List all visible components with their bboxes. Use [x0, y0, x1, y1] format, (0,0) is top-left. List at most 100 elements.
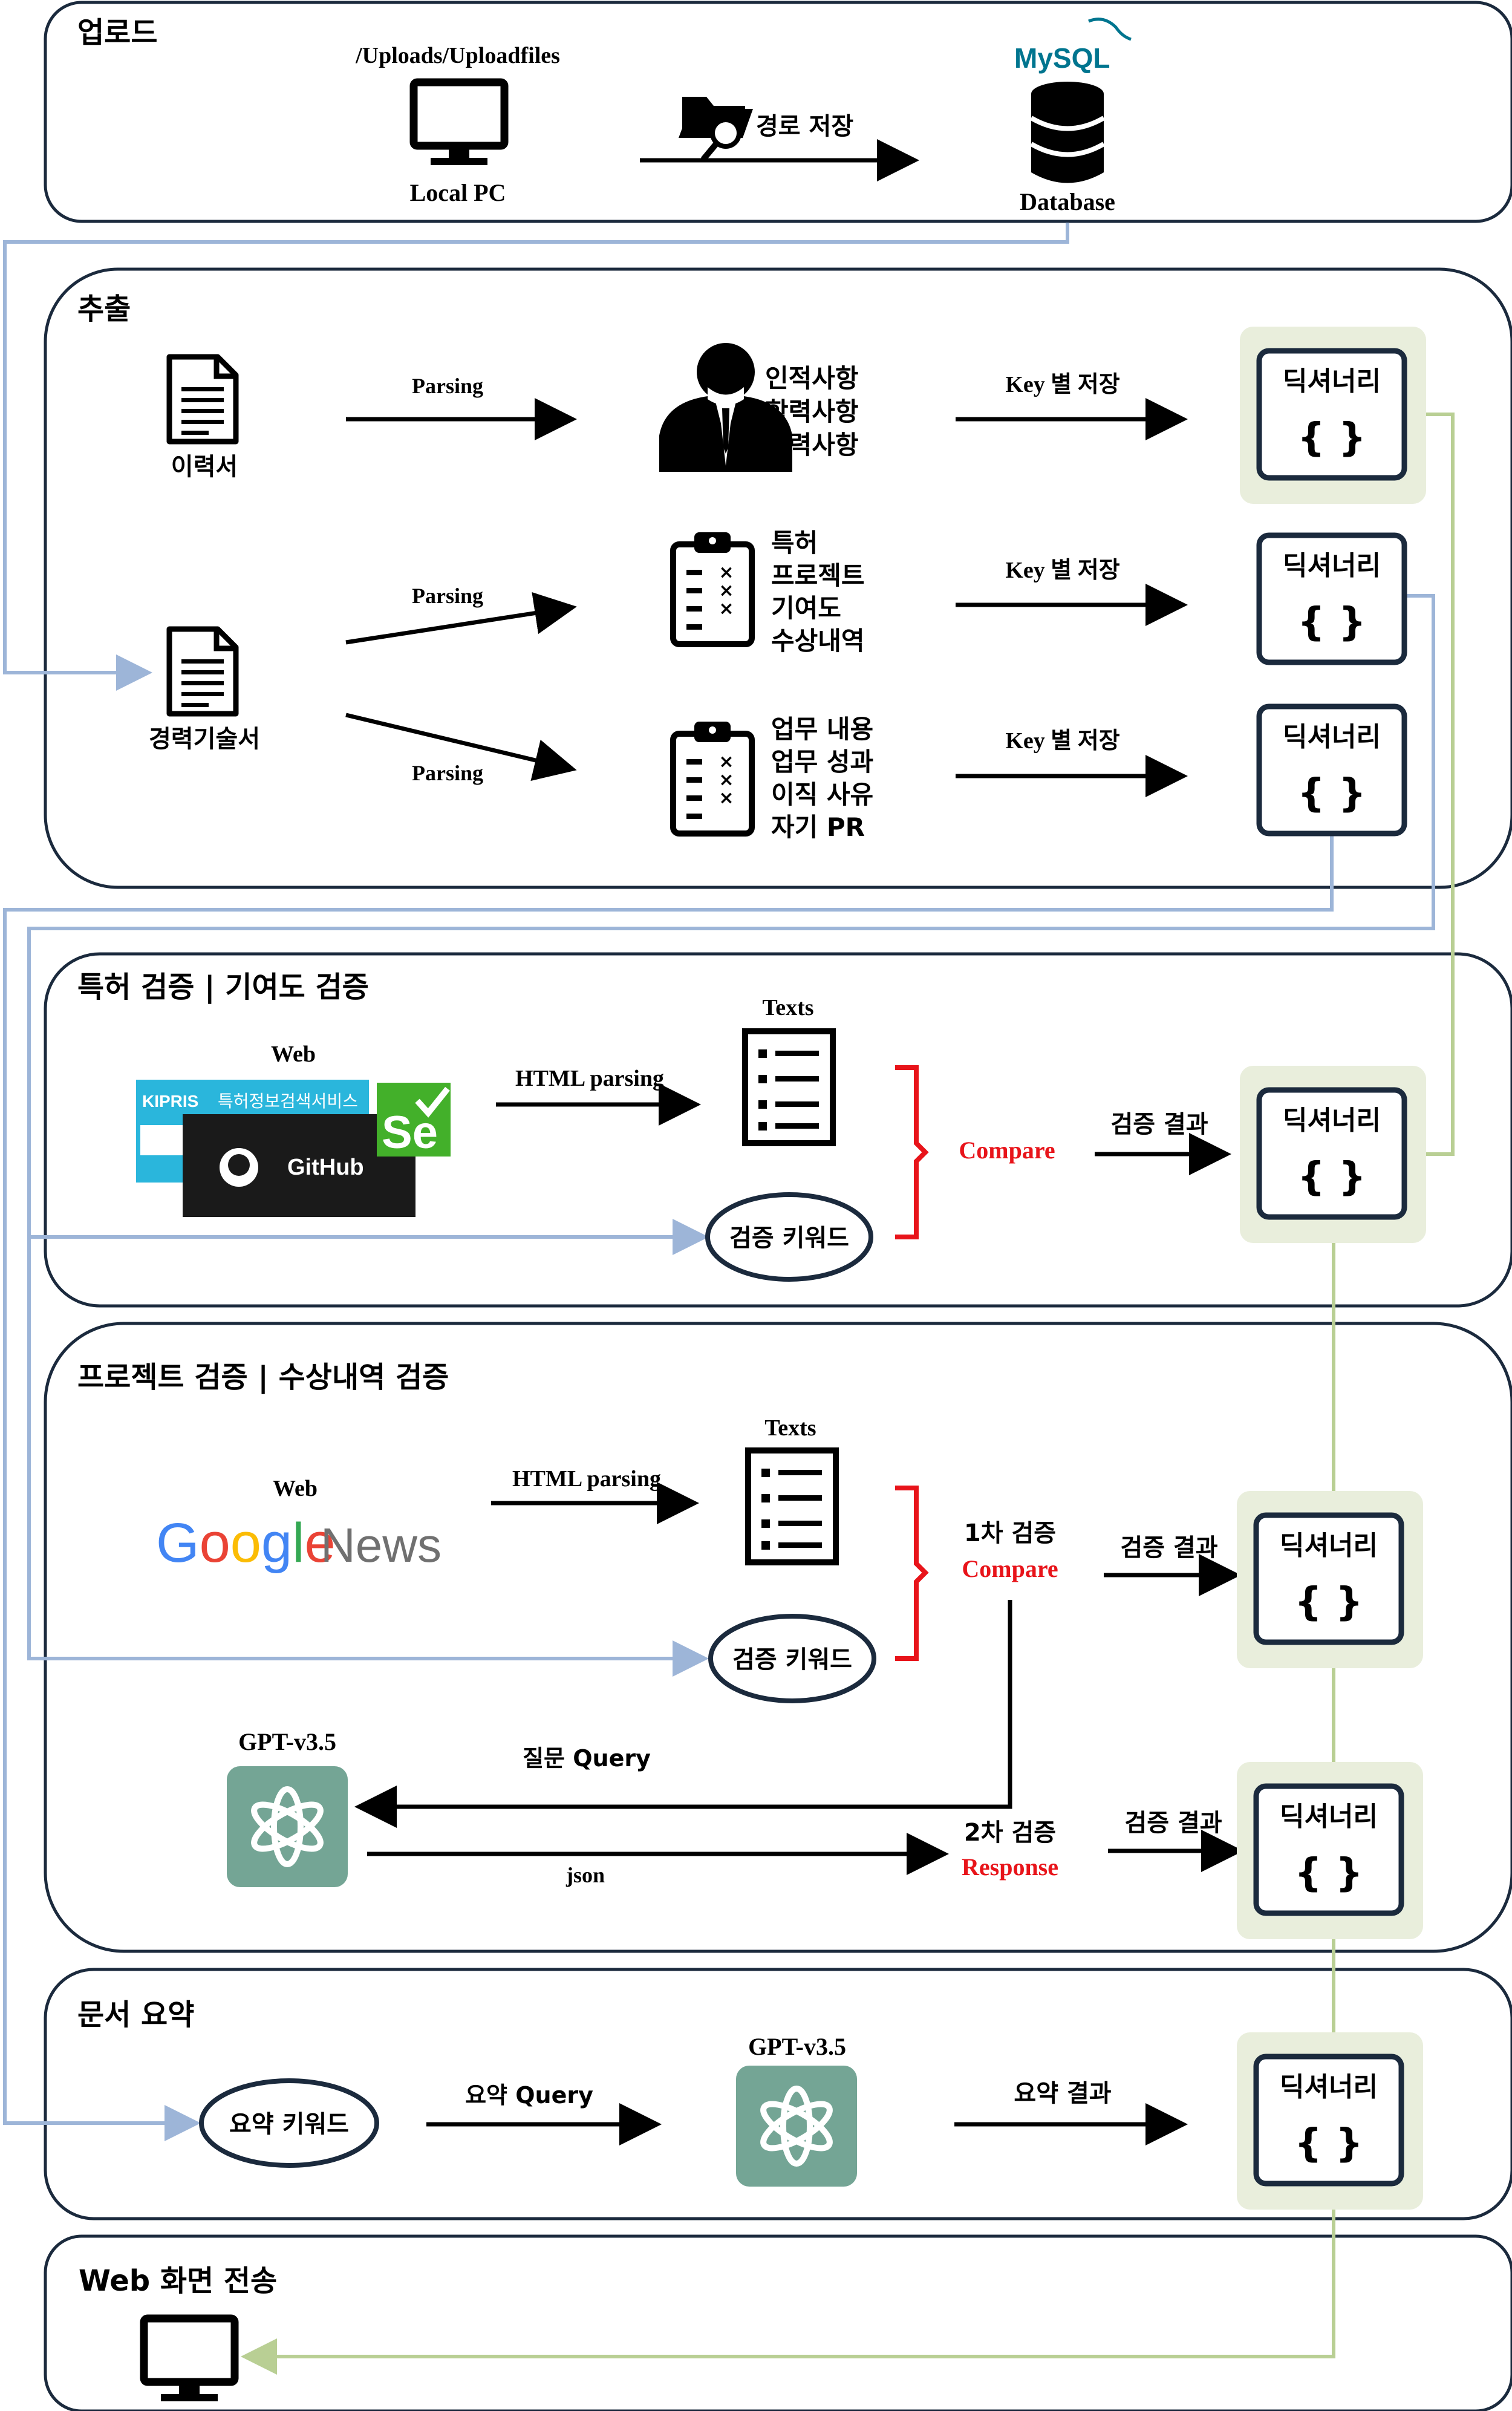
arrow-query-to-gpt [354, 1600, 1012, 1828]
google-news-logo: Google News [156, 1512, 442, 1574]
project-web-label: Web [273, 1476, 318, 1501]
project-gpt-label: GPT-v3.5 [238, 1728, 336, 1755]
query-label: 질문 Query [523, 1745, 651, 1772]
json-label: json [565, 1863, 605, 1887]
dict-braces-summary: { } [1294, 2121, 1363, 2166]
upload-path-label: /Uploads/Uploadfiles [355, 43, 560, 68]
summary-gpt-label: GPT-v3.5 [748, 2033, 846, 2060]
section-project-box [44, 1322, 1512, 1953]
career-a-item-3: 기여도 [771, 593, 841, 623]
resume-label: 이력서 [171, 453, 238, 481]
svg-text:특허정보검색서비스: 특허정보검색서비스 [218, 1091, 358, 1111]
google-letter-4: l [292, 1512, 304, 1574]
patent-title: 특허 검증 | 기여도 검증 [77, 970, 369, 1004]
project-compare-label: Compare [962, 1555, 1058, 1582]
section-upload-box [44, 1, 1512, 223]
key-save-label-1: Key 별 저장 [1005, 372, 1119, 397]
svg-text:GitHub: GitHub [287, 1155, 364, 1180]
person-icon [659, 343, 792, 472]
summary-gpt-icon [736, 2066, 857, 2187]
project-texts-icon [748, 1450, 836, 1562]
dict-braces-career-a: { } [1297, 600, 1366, 645]
google-letter-2: o [230, 1512, 261, 1574]
local-pc-icon [414, 82, 504, 165]
summary-keyword-label: 요약 키워드 [229, 2110, 349, 2138]
parsing-label-1: Parsing [412, 374, 483, 398]
resume-item-3: 경력사항 [765, 430, 859, 460]
blue-line-patent-dict-to-keyword [27, 594, 1435, 1255]
patent-compare-brace [895, 1065, 929, 1239]
section-patent-box [44, 952, 1512, 1308]
resume-doc-icon [169, 357, 236, 442]
checklist-icon-1 [673, 532, 752, 644]
svg-text:News: News [321, 1518, 442, 1572]
summary-result-label: 요약 결과 [1014, 2080, 1111, 2107]
patent-result-label: 검증 결과 [1110, 1111, 1208, 1138]
project-html-parsing-label: HTML parsing [512, 1466, 661, 1492]
svg-text:MySQL: MySQL [1014, 42, 1110, 74]
dict-label-resume: 딕셔너리 [1283, 366, 1381, 397]
blue-line-career-dict-to-keywords [3, 834, 1334, 2141]
project-texts-label: Texts [764, 1415, 816, 1441]
section-summary-box [44, 1968, 1512, 2220]
upload-title: 업로드 [77, 16, 157, 50]
section-web-box [44, 2234, 1512, 2411]
dict-label-project1: 딕셔너리 [1280, 1530, 1378, 1561]
extract-title: 추출 [77, 292, 131, 326]
second-check-label: 2차 검증 [964, 1819, 1056, 1847]
summary-query-label: 요약 Query [465, 2082, 593, 2109]
dict-braces-career-b: { } [1297, 771, 1366, 816]
patent-keyword-oval [705, 1192, 873, 1282]
career-doc-icon [169, 629, 236, 714]
dict-braces-project2: { } [1294, 1851, 1363, 1896]
summary-keyword-oval [199, 2078, 379, 2168]
dict-label-project2: 딕셔너리 [1280, 1801, 1378, 1832]
career-b-item-2: 업무 성과 [771, 747, 873, 777]
parsing-label-2: Parsing [412, 584, 483, 608]
folder-search-icon [679, 97, 753, 161]
green-line-resume-dict [1426, 413, 1455, 1156]
patent-web-label: Web [271, 1042, 316, 1067]
dict-braces-project1: { } [1294, 1580, 1363, 1625]
project-keyword-oval [708, 1614, 876, 1703]
project-compare-brace [895, 1486, 929, 1661]
career-a-item-4: 수상내역 [771, 626, 865, 656]
blue-line-to-project-keyword [27, 1237, 709, 1677]
patent-texts-label: Texts [762, 995, 813, 1020]
dict-label-career-b: 딕셔너리 [1283, 722, 1381, 752]
key-save-label-3: Key 별 저장 [1005, 728, 1119, 754]
web-monitor-icon [144, 2318, 235, 2401]
project-title: 프로젝트 검증 | 수상내역 검증 [77, 1360, 449, 1394]
project-result1-label: 검증 결과 [1120, 1534, 1217, 1562]
arrow-parsing-2 [345, 592, 577, 645]
google-letter-3: g [261, 1512, 292, 1574]
google-letter-1: o [200, 1512, 230, 1574]
database-icon [1029, 82, 1106, 183]
patent-texts-icon [745, 1031, 833, 1143]
first-check-label: 1차 검증 [964, 1519, 1056, 1547]
selenium-logo: Se [377, 1083, 451, 1158]
google-letter-0: G [156, 1512, 200, 1574]
project-result2-label: 검증 결과 [1124, 1809, 1222, 1837]
dict-label-patent: 딕셔너리 [1283, 1105, 1381, 1136]
patent-compare-label: Compare [959, 1137, 1055, 1164]
dict-label-career-a: 딕셔너리 [1283, 550, 1381, 581]
summary-title: 문서 요약 [77, 1998, 194, 2032]
resume-item-1: 인적사항 [765, 364, 859, 393]
path-save-label: 경로 저장 [756, 113, 853, 140]
response-label: Response [962, 1853, 1058, 1881]
career-b-item-3: 이직 사유 [771, 780, 873, 809]
project-gpt-icon [227, 1766, 348, 1887]
career-b-item-1: 업무 내용 [771, 714, 873, 744]
resume-item-2: 학력사항 [765, 397, 859, 426]
blue-line-db-to-career [3, 223, 1069, 691]
dict-label-summary: 딕셔너리 [1280, 2072, 1378, 2103]
green-line-to-web [241, 2204, 1335, 2375]
google-letter-5: e [305, 1512, 336, 1574]
dict-braces-resume: { } [1297, 416, 1366, 460]
section-extract-box [44, 267, 1512, 889]
arrow-parsing-3 [345, 713, 577, 781]
local-pc-label: Local PC [410, 179, 506, 206]
project-keyword-label: 검증 키워드 [732, 1646, 852, 1674]
